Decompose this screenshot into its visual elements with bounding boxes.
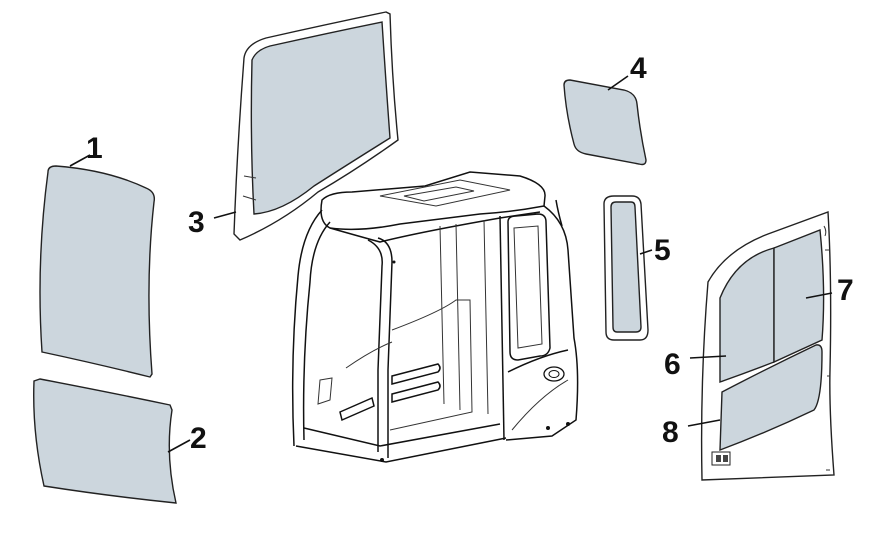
leader-3 xyxy=(213,211,237,219)
glass-panel-5 xyxy=(603,195,649,341)
callout-5: 5 xyxy=(654,234,671,267)
glass-panel-7 xyxy=(773,229,825,364)
callout-labels: 1 2 3 4 5 6 7 8 xyxy=(86,52,854,455)
leader-5 xyxy=(639,249,653,255)
callout-8: 8 xyxy=(662,416,679,449)
glass-panel-1 xyxy=(39,165,156,378)
leader-4 xyxy=(607,75,629,91)
glass-panel-2 xyxy=(33,378,177,504)
callout-2: 2 xyxy=(190,422,207,455)
door-handle xyxy=(711,451,731,466)
cab-frame xyxy=(291,171,579,463)
callout-4: 4 xyxy=(630,52,647,85)
callout-6: 6 xyxy=(664,348,681,381)
leader-6 xyxy=(689,355,727,359)
callout-1: 1 xyxy=(86,132,103,165)
glass-panel-4 xyxy=(563,79,647,166)
glass-panel-8 xyxy=(719,344,823,452)
glass-panel-3 xyxy=(233,11,399,241)
callout-3: 3 xyxy=(188,206,205,239)
callout-7: 7 xyxy=(837,274,854,307)
leader-8 xyxy=(687,419,721,427)
leader-7 xyxy=(805,292,833,299)
leader-2 xyxy=(167,439,191,453)
leader-lines xyxy=(69,75,833,453)
door-assembly xyxy=(700,211,835,481)
leader-1 xyxy=(69,154,91,167)
